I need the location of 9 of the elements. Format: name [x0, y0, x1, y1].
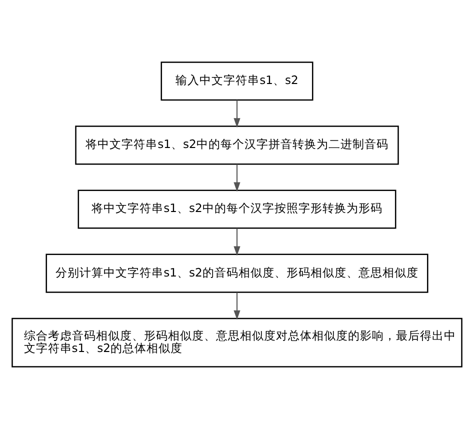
node-box: 分别计算中文字符串s1、s2的音码相似度、形码相似度、意思相似度 — [46, 253, 428, 292]
node-box: 综合考虑音码相似度、形码相似度、意思相似度对总体相似度的影响，最后得出中文字符串s1、s2的总体相似度 — [12, 317, 462, 367]
arrow — [234, 100, 240, 128]
arrow — [234, 228, 240, 256]
node-box: 将中文字符串s1、s2中的每个汉字按照字形转换为形码 — [78, 189, 396, 228]
arrow — [234, 164, 240, 192]
node-box: 将中文字符串s1、s2中的每个汉字拼音转换为二进制音码 — [75, 125, 399, 164]
node-box: 输入中文字符串s1、s2 — [160, 61, 314, 100]
arrow — [234, 292, 240, 320]
